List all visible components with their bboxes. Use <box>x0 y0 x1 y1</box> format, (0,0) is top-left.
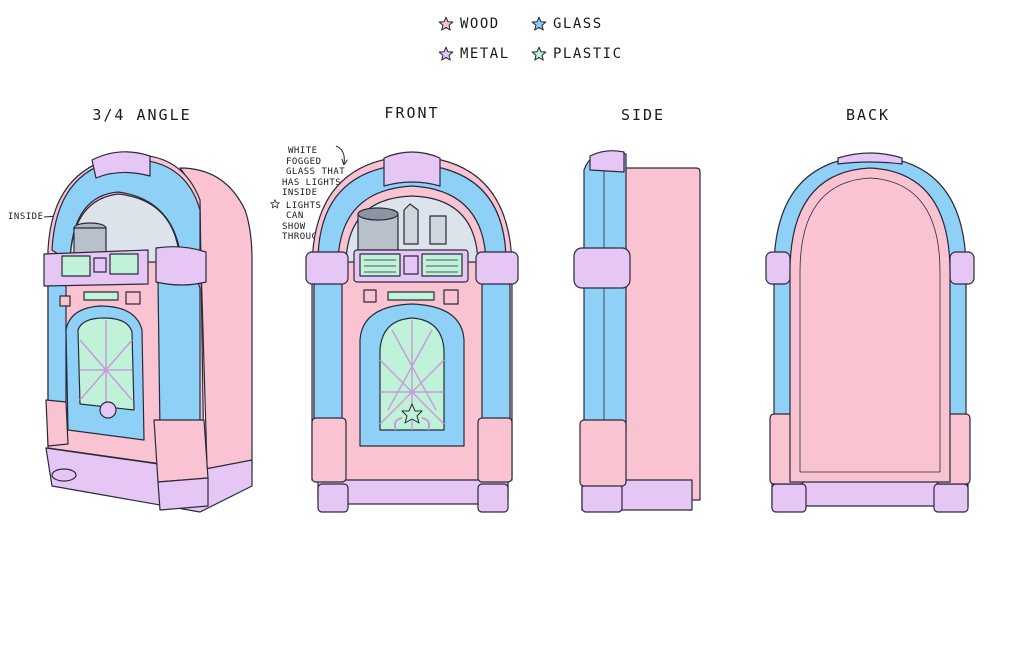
star-icon <box>438 46 454 61</box>
star-icon <box>531 46 547 61</box>
legend-metal: METAL <box>438 46 510 62</box>
view-title-front: FRONT <box>384 104 440 122</box>
view-title-three-quarter: 3/4 ANGLE <box>92 106 192 124</box>
legend-label: METAL <box>460 46 510 62</box>
note-arrow <box>335 145 344 164</box>
legend-plastic: PLASTIC <box>531 46 623 62</box>
glass-note: WHITE FOGGED GLASS THAT HAS LIGHTS INSID… <box>269 146 346 243</box>
jukebox-three-quarter <box>43 151 253 513</box>
jukebox-back <box>765 152 975 513</box>
view-title-back: BACK <box>845 106 891 124</box>
inside-annotation: INSIDE <box>8 212 44 223</box>
note-line: WHITE <box>288 146 318 156</box>
star-icon <box>269 198 281 209</box>
jukebox-side <box>573 150 701 513</box>
note-line: LIGHTS <box>285 200 322 211</box>
note-line: GLASS THAT <box>286 167 346 177</box>
view-title-side: SIDE <box>620 106 666 124</box>
note-line: THROUGH <box>282 232 324 242</box>
legend-wood: WOOD <box>438 16 500 32</box>
legend-label: PLASTIC <box>553 46 623 62</box>
inside-label: INSIDE <box>8 212 44 222</box>
note-line-with-star: LIGHTS <box>269 198 345 212</box>
note-line: CAN <box>286 211 304 221</box>
note-line: SHOW <box>282 221 306 232</box>
star-icon <box>438 16 454 31</box>
legend-label: GLASS <box>553 16 603 32</box>
star-icon <box>531 16 547 31</box>
note-line: HAS LIGHTS <box>282 177 342 188</box>
legend-label: WOOD <box>460 16 500 32</box>
note-line: FOGGED <box>286 156 322 167</box>
note-line: INSIDE <box>282 188 318 198</box>
legend-glass: GLASS <box>531 16 603 32</box>
jukebox-front <box>305 151 519 513</box>
